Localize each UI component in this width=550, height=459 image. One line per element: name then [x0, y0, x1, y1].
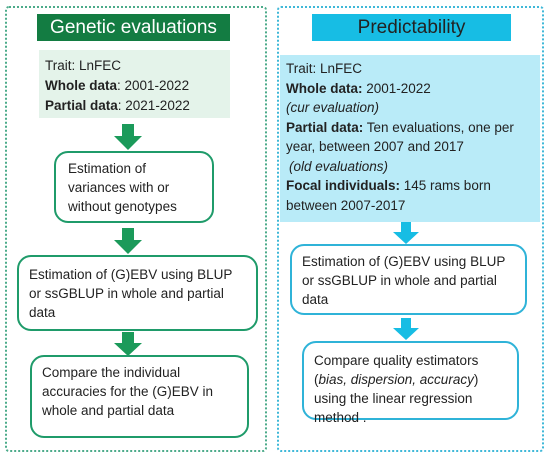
right-partial-data: Partial data: Ten evaluations, one per y…	[286, 119, 514, 155]
left-gebv-estimation-box: Estimation of (G)EBV using BLUP or ssGBL…	[17, 255, 258, 331]
genetic-evaluations-title: Genetic evaluations	[50, 16, 217, 38]
arrow-down-icon	[114, 332, 142, 356]
compare-accuracies-text: Compare the individual accuracies for th…	[42, 365, 214, 418]
right-gebv-estimation-box: Estimation of (G)EBV using BLUP or ssGBL…	[290, 244, 527, 315]
right-trait: Trait: LnFEC	[286, 61, 363, 76]
arrow-down-icon	[114, 124, 142, 150]
left-info-box: Trait: LnFEC Whole data: 2001-2022 Parti…	[39, 50, 230, 118]
predictability-panel	[277, 6, 544, 452]
left-partial-data: Partial data: 2021-2022	[45, 98, 190, 113]
genetic-evaluations-header: Genetic evaluations	[37, 14, 230, 41]
arrow-down-icon	[393, 222, 419, 244]
genetic-evaluations-panel	[5, 6, 267, 452]
arrow-down-icon	[114, 228, 142, 254]
compare-accuracies-box: Compare the individual accuracies for th…	[30, 355, 249, 438]
left-trait: Trait: LnFEC	[45, 58, 122, 73]
left-gebv-estimation-text: Estimation of (G)EBV using BLUP or ssGBL…	[29, 267, 233, 320]
left-whole-data: Whole data: 2001-2022	[45, 78, 190, 93]
estimation-of-variances-text: Estimation of variances with or without …	[68, 161, 177, 214]
right-partial-note: (old evaluations)	[289, 158, 389, 174]
right-whole-data: Whole data: 2001-2022	[286, 80, 431, 96]
compare-quality-estimators-text: Compare quality estimators (bias, disper…	[314, 353, 479, 425]
predictability-header: Predictability	[312, 14, 511, 41]
predictability-title: Predictability	[357, 16, 466, 38]
right-info-box: Trait: LnFEC Whole data: 2001-2022 (cur …	[280, 55, 540, 222]
right-focal-individuals: Focal individuals: 145 rams born between…	[286, 178, 491, 213]
right-whole-note: (cur evaluation)	[286, 100, 380, 115]
estimation-of-variances-box: Estimation of variances with or without …	[54, 151, 214, 223]
right-gebv-estimation-text: Estimation of (G)EBV using BLUP or ssGBL…	[302, 254, 506, 307]
compare-quality-estimators-box: Compare quality estimators (bias, disper…	[302, 341, 519, 425]
arrow-down-icon	[393, 318, 419, 340]
